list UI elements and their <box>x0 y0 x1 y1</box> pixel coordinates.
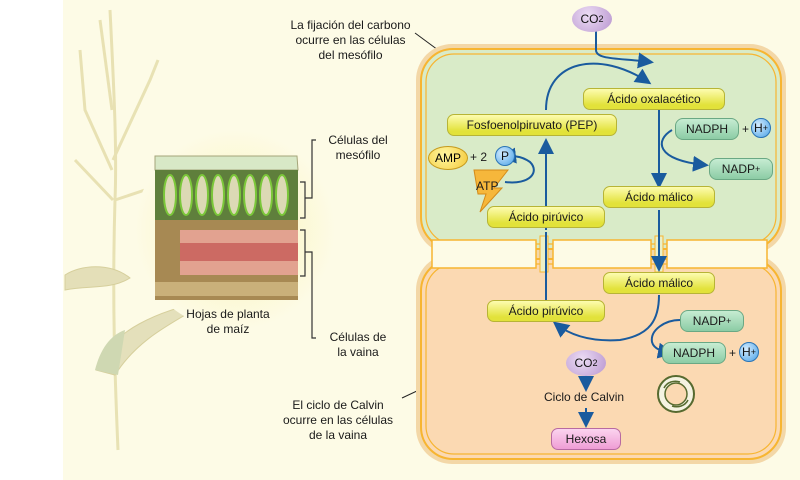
malic-acid-box: Ácido málico <box>603 186 715 208</box>
nadp-box: NADP+ <box>709 158 773 180</box>
plus-sign: + <box>742 122 750 136</box>
plus-two-label: + 2 <box>470 150 488 164</box>
amp-molecule: AMP <box>428 146 468 170</box>
hexose-box: Hexosa <box>551 428 621 450</box>
oxaloacetic-acid-box: Ácido oxalacético <box>583 88 725 110</box>
sheath-malic-acid-box: Ácido málico <box>603 272 715 294</box>
atp-label: ATP <box>476 179 499 193</box>
leaf-shape <box>64 266 131 291</box>
leaf-shape <box>95 330 125 375</box>
brackets <box>300 139 316 339</box>
pathway-arrows <box>500 30 709 428</box>
corn-plant-illustration <box>73 9 161 451</box>
carbon-fixation-label: La fijación del carbono ocurre en las cé… <box>290 18 411 62</box>
sheath-cells-label: Células de la vaina <box>329 330 387 359</box>
diagram-canvas: La fijación del carbono ocurre en las cé… <box>63 0 800 480</box>
plasmodesmata <box>431 235 768 273</box>
diagram-svg <box>64 9 786 464</box>
calvin-location-label: El ciclo de Calvin ocurre en las células… <box>282 398 394 442</box>
atp-bolt-icon <box>473 169 510 213</box>
calvin-cycle-label: Ciclo de Calvin <box>544 390 625 404</box>
cycle-arrows-icon <box>657 375 695 413</box>
pyruvic-acid-box: Ácido pirúvico <box>487 206 605 228</box>
h-ion-circle: H+ <box>751 118 771 138</box>
sheath-nadp-box: NADP+ <box>680 310 744 332</box>
sheath-nadph-box: NADPH <box>662 342 726 364</box>
nadph-box: NADPH <box>675 118 739 140</box>
leaf-cross-section <box>154 155 299 300</box>
plus-sign: + <box>729 346 737 360</box>
leaf-caption: Hojas de planta de maíz <box>186 307 270 336</box>
sheath-pyruvic-acid-box: Ácido pirúvico <box>487 300 605 322</box>
sheath-h-ion-circle: H+ <box>739 342 759 362</box>
pep-box: Fosfoenolpiruvato (PEP) <box>447 114 617 136</box>
mesophyll-cells-label: Células del mesófilo <box>328 133 388 162</box>
phosphate-circle: P <box>495 146 515 166</box>
